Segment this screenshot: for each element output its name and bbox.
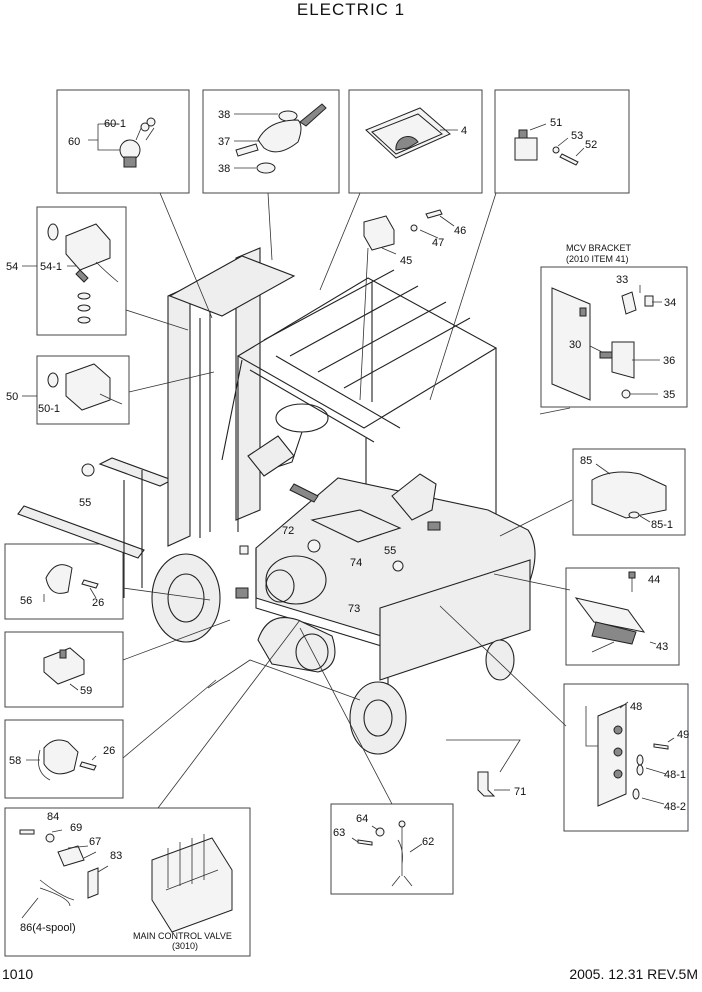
callout-56: 56 bbox=[20, 595, 32, 607]
detail-box-switch-59: 59 bbox=[4, 631, 124, 708]
detail-box-instrument-cluster: 4 bbox=[348, 89, 483, 194]
callout-35: 35 bbox=[663, 389, 675, 401]
detail-box-fuse-block: 48 49 48-1 48-2 bbox=[563, 683, 689, 832]
callout-73: 73 bbox=[348, 603, 360, 615]
detail-box-sensor-58: 58 26 bbox=[4, 719, 124, 799]
callout-26-bottom: 26 bbox=[103, 745, 115, 757]
detail-box-accelerator: 44 43 bbox=[565, 567, 680, 666]
callout-60-1: 60-1 bbox=[104, 118, 126, 130]
page-number: 1010 bbox=[2, 966, 34, 982]
callout-47: 47 bbox=[432, 237, 444, 249]
callout-46: 46 bbox=[454, 225, 466, 237]
callout-55-right: 55 bbox=[384, 545, 396, 557]
callout-49: 49 bbox=[677, 729, 689, 741]
detail-box-warning-lamp: 50 50-1 bbox=[6, 355, 130, 425]
revision-label: 2005. 12.31 REV.5M bbox=[569, 966, 698, 982]
callout-48-2: 48-2 bbox=[664, 801, 686, 813]
callout-38-bottom: 38 bbox=[218, 163, 230, 175]
callout-72: 72 bbox=[282, 525, 294, 537]
callout-50: 50 bbox=[6, 391, 18, 403]
callout-33: 33 bbox=[616, 274, 628, 286]
callout-62: 62 bbox=[422, 836, 434, 848]
callout-63: 63 bbox=[333, 827, 345, 839]
callout-86: 86(4-spool) bbox=[20, 922, 76, 934]
callout-45: 45 bbox=[400, 255, 412, 267]
callout-74: 74 bbox=[350, 557, 362, 569]
detail-box-relay: 51 53 52 bbox=[494, 89, 630, 194]
detail-box-horn-lamp: 54 54-1 bbox=[6, 206, 127, 336]
callout-54: 54 bbox=[6, 261, 18, 273]
callout-58: 58 bbox=[9, 755, 21, 767]
callout-38-top: 38 bbox=[218, 109, 230, 121]
detail-box-rear-lamp: 85 85-1 bbox=[572, 448, 686, 536]
callout-54-1: 54-1 bbox=[40, 261, 62, 273]
detail-box-control-valve: 84 69 67 83 86(4-spool) MAIN CONTROL VAL… bbox=[4, 807, 251, 957]
callout-48: 48 bbox=[630, 701, 642, 713]
callout-59: 59 bbox=[80, 685, 92, 697]
valve-caption-1: MAIN CONTROL VALVE bbox=[133, 931, 232, 941]
page-title: ELECTRIC 1 bbox=[296, 0, 406, 19]
callout-85-1: 85-1 bbox=[651, 519, 673, 531]
detail-box-key-switch: 60 60-1 bbox=[56, 89, 190, 194]
callout-43: 43 bbox=[656, 641, 668, 653]
callout-69: 69 bbox=[70, 822, 82, 834]
callout-84: 84 bbox=[47, 811, 59, 823]
callout-30: 30 bbox=[569, 339, 581, 351]
callout-53: 53 bbox=[571, 130, 583, 142]
detail-box-sensor-56: 56 26 bbox=[4, 543, 124, 620]
detail-box-harness-62: 64 63 62 bbox=[330, 803, 454, 895]
detail-box-lever: 38 37 38 bbox=[202, 89, 340, 194]
callout-71: 71 bbox=[514, 786, 526, 798]
callout-48-1: 48-1 bbox=[664, 769, 686, 781]
callout-36: 36 bbox=[663, 355, 675, 367]
forklift-drawing bbox=[17, 247, 536, 755]
callout-67: 67 bbox=[89, 836, 101, 848]
callout-85: 85 bbox=[580, 455, 592, 467]
leader-lines bbox=[122, 192, 573, 809]
callout-52: 52 bbox=[585, 139, 597, 151]
valve-caption-2: (3010) bbox=[172, 941, 198, 951]
bracket-caption-1: MCV BRACKET bbox=[566, 243, 632, 253]
callout-44: 44 bbox=[648, 574, 660, 586]
callout-83: 83 bbox=[110, 850, 122, 862]
callout-50-1: 50-1 bbox=[38, 403, 60, 415]
callout-51: 51 bbox=[550, 117, 562, 129]
callout-34: 34 bbox=[664, 297, 676, 309]
switch-group-45: 46 47 45 bbox=[363, 209, 466, 267]
callout-60: 60 bbox=[68, 136, 80, 148]
callout-4: 4 bbox=[461, 125, 467, 137]
detail-box-mcv-bracket: MCV BRACKET (2010 ITEM 41) 33 34 30 36 3… bbox=[540, 243, 688, 408]
callout-55-left: 55 bbox=[79, 497, 91, 509]
callout-64: 64 bbox=[356, 813, 368, 825]
callout-37: 37 bbox=[218, 136, 230, 148]
bracket-71: 71 bbox=[477, 771, 526, 798]
bracket-caption-2: (2010 ITEM 41) bbox=[566, 254, 629, 264]
callout-26-top: 26 bbox=[92, 597, 104, 609]
